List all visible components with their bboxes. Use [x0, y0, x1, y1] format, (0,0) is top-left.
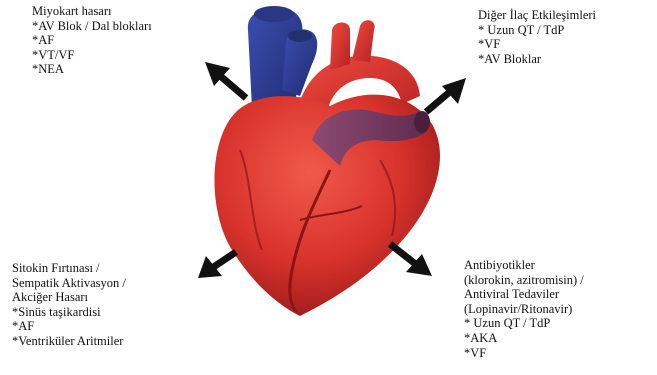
pulmonary-vein-opening	[288, 30, 312, 42]
block-line: (klorokin, azitromisin) /	[464, 273, 584, 288]
myocardial-damage-block: Miyokart hasarı *AV Blok / Dal blokları …	[32, 4, 152, 77]
arrow-bottom-right	[390, 244, 432, 276]
block-line: * Uzun QT / TdP	[464, 316, 584, 331]
block-line: (Lopinavir/Ritonavir)	[464, 302, 584, 317]
antibiotics-block: Antibiyotikler (klorokin, azitromisin) /…	[464, 258, 584, 360]
block-line: *AV Blok / Dal blokları	[32, 19, 152, 34]
block-line: Akciğer Hasarı	[12, 290, 126, 305]
arrow-bottom-left	[198, 252, 236, 278]
vena-cava-opening	[254, 6, 294, 22]
block-line: *VF	[464, 346, 584, 361]
block-line: *NEA	[32, 62, 152, 77]
block-line: *Ventriküler Aritmiler	[12, 334, 126, 349]
block-line: *AF	[12, 319, 126, 334]
block-line: Diğer İlaç Etkileşimleri	[478, 8, 596, 23]
aortic-branch	[330, 23, 350, 71]
arrow-top-left	[205, 62, 246, 98]
block-line: *AKA	[464, 331, 584, 346]
block-line: Antibiyotikler	[464, 258, 584, 273]
block-line: *AF	[32, 33, 152, 48]
arrow-top-right	[426, 78, 466, 112]
block-line: *VF	[478, 37, 596, 52]
block-line: Sitokin Fırtınası /	[12, 261, 126, 276]
block-line: Antiviral Tedaviler	[464, 287, 584, 302]
block-line: *Sinüs taşikardisi	[12, 305, 126, 320]
pulmonary-artery-opening	[414, 111, 430, 133]
block-line: Sempatik Aktivasyon /	[12, 276, 126, 291]
cytokine-storm-block: Sitokin Fırtınası / Sempatik Aktivasyon …	[12, 261, 126, 349]
block-line: * Uzun QT / TdP	[478, 23, 596, 38]
block-line: Miyokart hasarı	[32, 4, 152, 19]
drug-interactions-block: Diğer İlaç Etkileşimleri * Uzun QT / TdP…	[478, 8, 596, 66]
block-line: *AV Bloklar	[478, 52, 596, 67]
aortic-branch-2	[352, 20, 375, 62]
block-line: *VT/VF	[32, 48, 152, 63]
